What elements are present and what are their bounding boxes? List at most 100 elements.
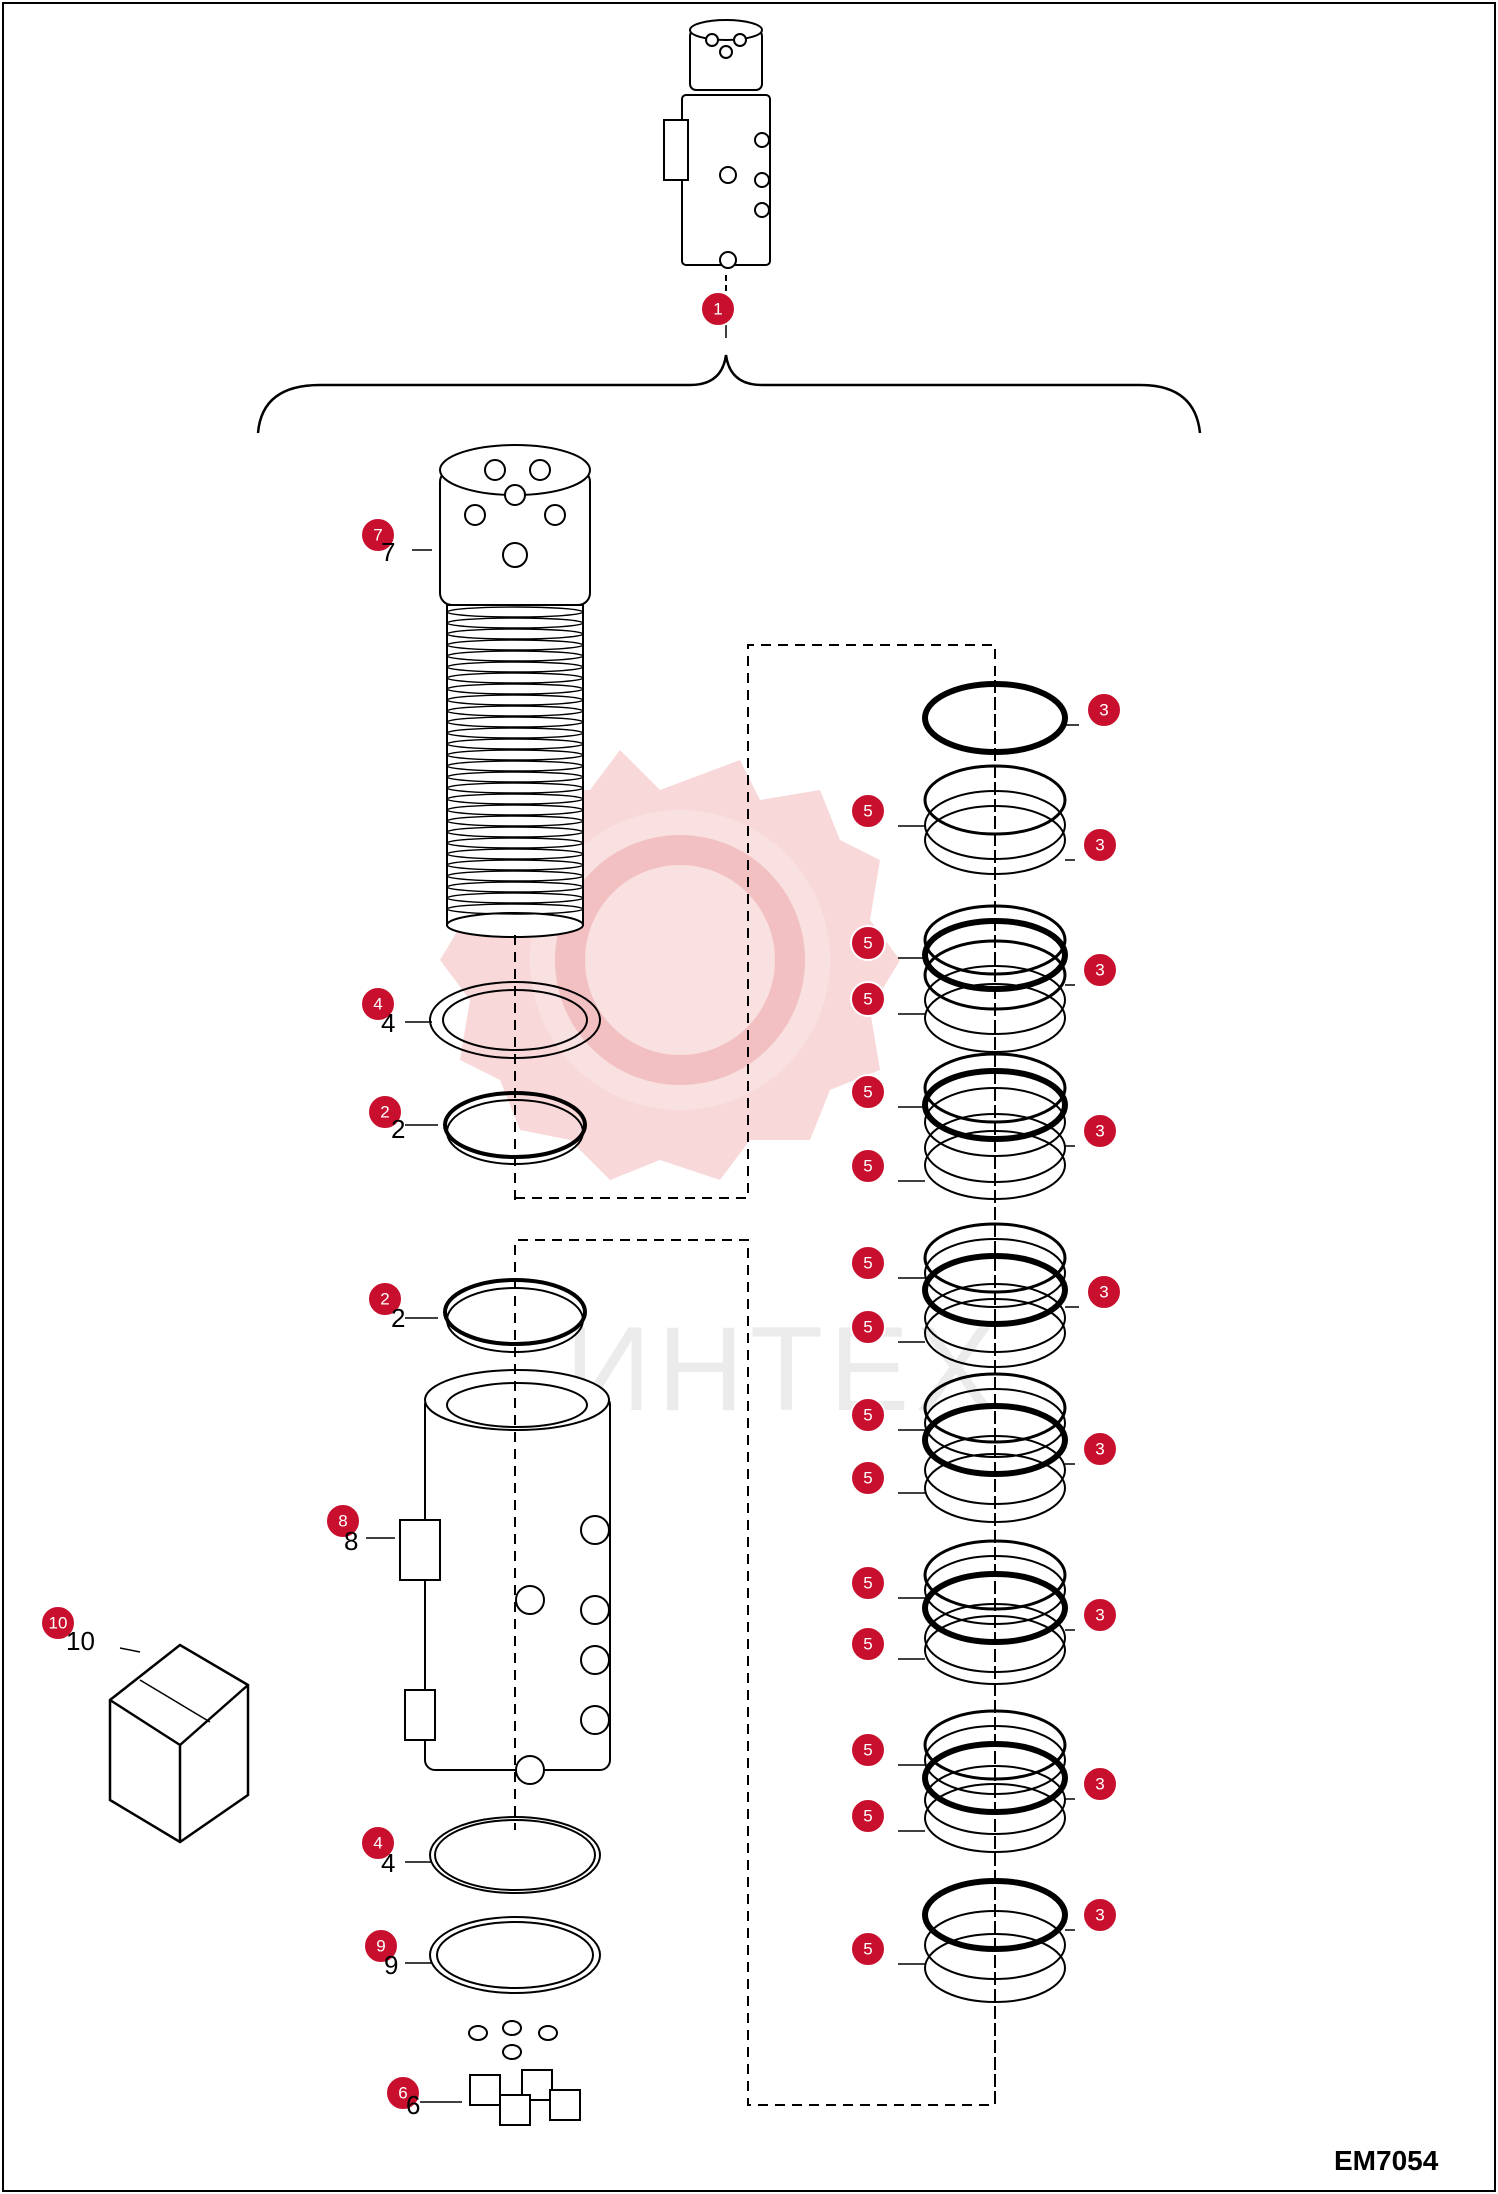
callout-label: 10 <box>49 1614 68 1633</box>
callout-c1: 1 <box>700 291 736 327</box>
spool-groove <box>446 804 584 816</box>
spool-grooves <box>446 606 584 915</box>
seal-ring <box>924 1238 1066 1308</box>
callout-r5_1: 5 <box>850 793 886 829</box>
callout-badge <box>363 1928 399 1964</box>
callout-label: 5 <box>863 802 872 821</box>
spool-groove <box>446 749 584 761</box>
callout-r3_4: 3 <box>1082 1113 1118 1149</box>
callout-label: 5 <box>863 1574 872 1593</box>
callout-label: 3 <box>1099 1283 1108 1302</box>
spool-groove <box>446 650 584 662</box>
callout-label: 5 <box>863 1635 872 1654</box>
spool-groove <box>446 815 584 827</box>
spool-groove <box>446 683 584 695</box>
callout-r5_4a: 5 <box>850 1245 886 1281</box>
seal-ring <box>923 1052 1067 1124</box>
callout-badge <box>850 1931 886 1967</box>
callout-c6: 6 <box>385 2075 421 2111</box>
spool-groove <box>446 870 584 882</box>
callout-r3_2: 3 <box>1082 827 1118 863</box>
spool-groove <box>446 639 584 651</box>
spool-groove <box>446 628 584 640</box>
callout-badge <box>360 986 396 1022</box>
callout-badge <box>850 1397 886 1433</box>
spool-groove <box>446 716 584 728</box>
spool-groove <box>446 760 584 772</box>
seal-ring <box>924 1615 1066 1685</box>
callout-label: 3 <box>1095 1775 1104 1794</box>
seal-ring <box>924 805 1066 875</box>
callout-r3_7: 3 <box>1082 1597 1118 1633</box>
spool-groove <box>446 881 584 893</box>
callout-badge <box>850 1565 886 1601</box>
spool-groove <box>446 672 584 684</box>
seal-ring <box>924 1603 1066 1673</box>
callout-badge <box>1082 1431 1118 1467</box>
under-number-9: 9 <box>384 1950 398 1980</box>
callout-r5_4b: 5 <box>850 1309 886 1345</box>
callout-label: 9 <box>376 1937 385 1956</box>
callout-badge <box>850 1245 886 1281</box>
under-number-10: 10 <box>66 1626 95 1656</box>
watermark-center <box>530 810 830 1110</box>
callout-badge <box>850 981 886 1017</box>
callout-label: 5 <box>863 1807 872 1826</box>
callout-badge <box>360 1825 396 1861</box>
callout-label: 5 <box>863 1157 872 1176</box>
callout-badge <box>1082 952 1118 988</box>
spool-groove <box>446 727 584 739</box>
callout-badge <box>850 1074 886 1110</box>
spool-groove <box>446 738 584 750</box>
callout-label: 3 <box>1095 961 1104 980</box>
callout-badge <box>385 2075 421 2111</box>
callout-r5_8: 5 <box>850 1931 886 1967</box>
seal-ring <box>923 764 1067 836</box>
callout-r5_6b: 5 <box>850 1626 886 1662</box>
seal-ring <box>924 1765 1066 1835</box>
seal-ring <box>923 1372 1067 1444</box>
seal-ring <box>924 1113 1066 1183</box>
seal-ring <box>924 1783 1066 1853</box>
seal-ring <box>924 1298 1066 1368</box>
callout-c9: 9 <box>363 1928 399 1964</box>
seal-ring <box>924 1087 1066 1157</box>
spool-groove <box>446 782 584 794</box>
callout-badge <box>360 517 396 553</box>
callout-label: 2 <box>380 1103 389 1122</box>
seal-ring <box>922 1403 1068 1477</box>
callout-badge <box>850 1798 886 1834</box>
callout-r3_3: 3 <box>1082 952 1118 988</box>
spool-groove <box>446 705 584 717</box>
callout-badge <box>700 291 736 327</box>
callout-badge <box>325 1503 361 1539</box>
seal-ring <box>922 918 1068 992</box>
seal-ring <box>923 1539 1067 1611</box>
spool-groove <box>446 694 584 706</box>
callout-r3_6: 3 <box>1082 1431 1118 1467</box>
seal-ring <box>924 790 1066 860</box>
housing-drawing <box>399 1369 611 1785</box>
seal-ring <box>924 1453 1066 1523</box>
callout-badge <box>367 1281 403 1317</box>
callout-label: 3 <box>1095 1906 1104 1925</box>
seal-ring <box>923 939 1067 1011</box>
callout-label: 4 <box>373 995 382 1014</box>
callout-label: 3 <box>1095 1606 1104 1625</box>
seal-ring <box>922 681 1068 755</box>
spool-groove <box>446 793 584 805</box>
watermark-text: ИНТЕХ <box>565 1302 1001 1436</box>
callout-label: 6 <box>398 2084 407 2103</box>
retaining-ring-9 <box>429 1916 601 1994</box>
seal-ring <box>924 1283 1066 1353</box>
callout-label: 5 <box>863 1083 872 1102</box>
under-number-7: 7 <box>381 537 395 567</box>
callout-c4a: 4 <box>360 986 396 1022</box>
seal-ring <box>923 904 1067 976</box>
callout-badge <box>850 1148 886 1184</box>
seal-ring <box>924 1555 1066 1625</box>
seal-ring <box>924 983 1066 1053</box>
seal-ring <box>922 1068 1068 1142</box>
callout-label: 5 <box>863 1254 872 1273</box>
callout-r5_6a: 5 <box>850 1565 886 1601</box>
